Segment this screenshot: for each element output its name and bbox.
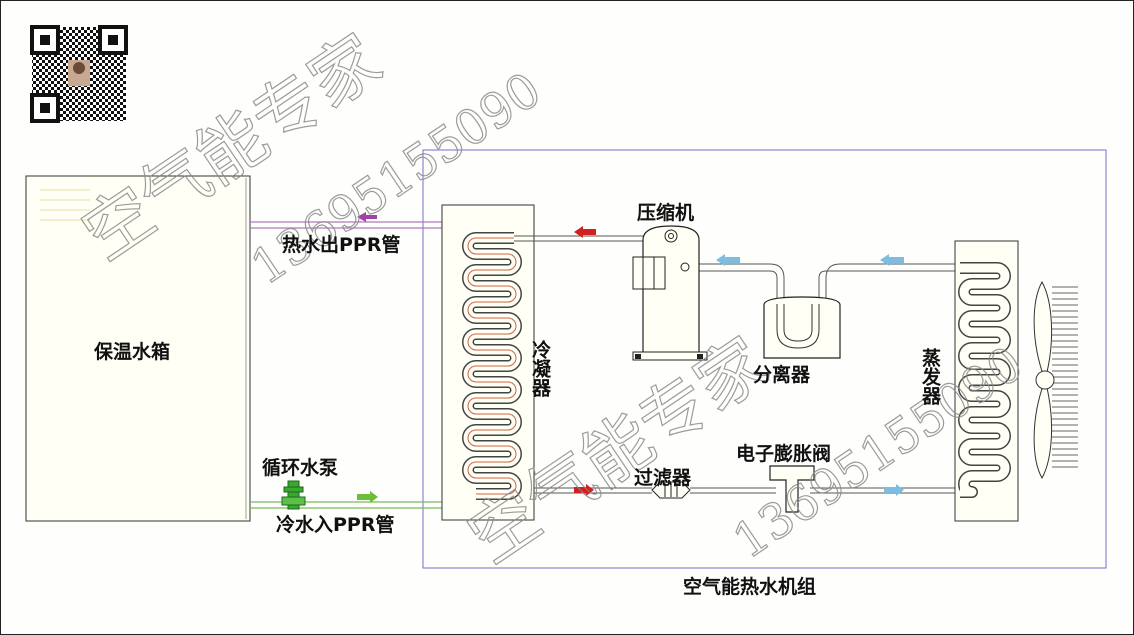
cold-in-pipe-label: 冷水入PPR管	[276, 513, 394, 536]
evaporator-out-flow-arrow	[880, 254, 904, 266]
separator-label: 分离器	[753, 363, 811, 386]
suction-flow-arrow	[716, 254, 740, 266]
liquid-flow-arrow	[574, 484, 594, 496]
hot-out-pipe-label: 热水出PPR管	[282, 233, 400, 256]
evaporator	[954, 240, 1019, 522]
storage-tank	[25, 175, 251, 522]
evaporator-label: 蒸发器	[919, 347, 942, 406]
condenser-label: 冷凝器	[529, 339, 552, 398]
tank-label: 保温水箱	[93, 340, 170, 363]
cold-water-pipe	[250, 501, 442, 509]
circulation-pump	[281, 480, 306, 510]
separator	[763, 296, 841, 359]
filter-label: 过滤器	[634, 467, 692, 489]
fan-icon	[1033, 280, 1078, 480]
unit-boundary	[422, 149, 1107, 569]
hot-water-flow-arrow	[357, 212, 377, 222]
expansion-valve-label: 电子膨胀阀	[736, 442, 831, 465]
evaporator-in-flow-arrow	[884, 484, 904, 496]
refrigerant-flow-arrows	[574, 226, 904, 496]
expansion-valve	[769, 465, 815, 513]
qr-code-icon	[30, 25, 128, 123]
filter	[651, 481, 691, 499]
unit-label: 空气能热水机组	[683, 575, 816, 598]
compressor-label: 压缩机	[637, 201, 694, 224]
condenser	[441, 204, 535, 521]
pump-label: 循环水泵	[262, 456, 338, 479]
compressor	[632, 225, 708, 361]
discharge-flow-arrow	[574, 226, 596, 238]
cold-water-flow-arrow	[357, 491, 378, 503]
